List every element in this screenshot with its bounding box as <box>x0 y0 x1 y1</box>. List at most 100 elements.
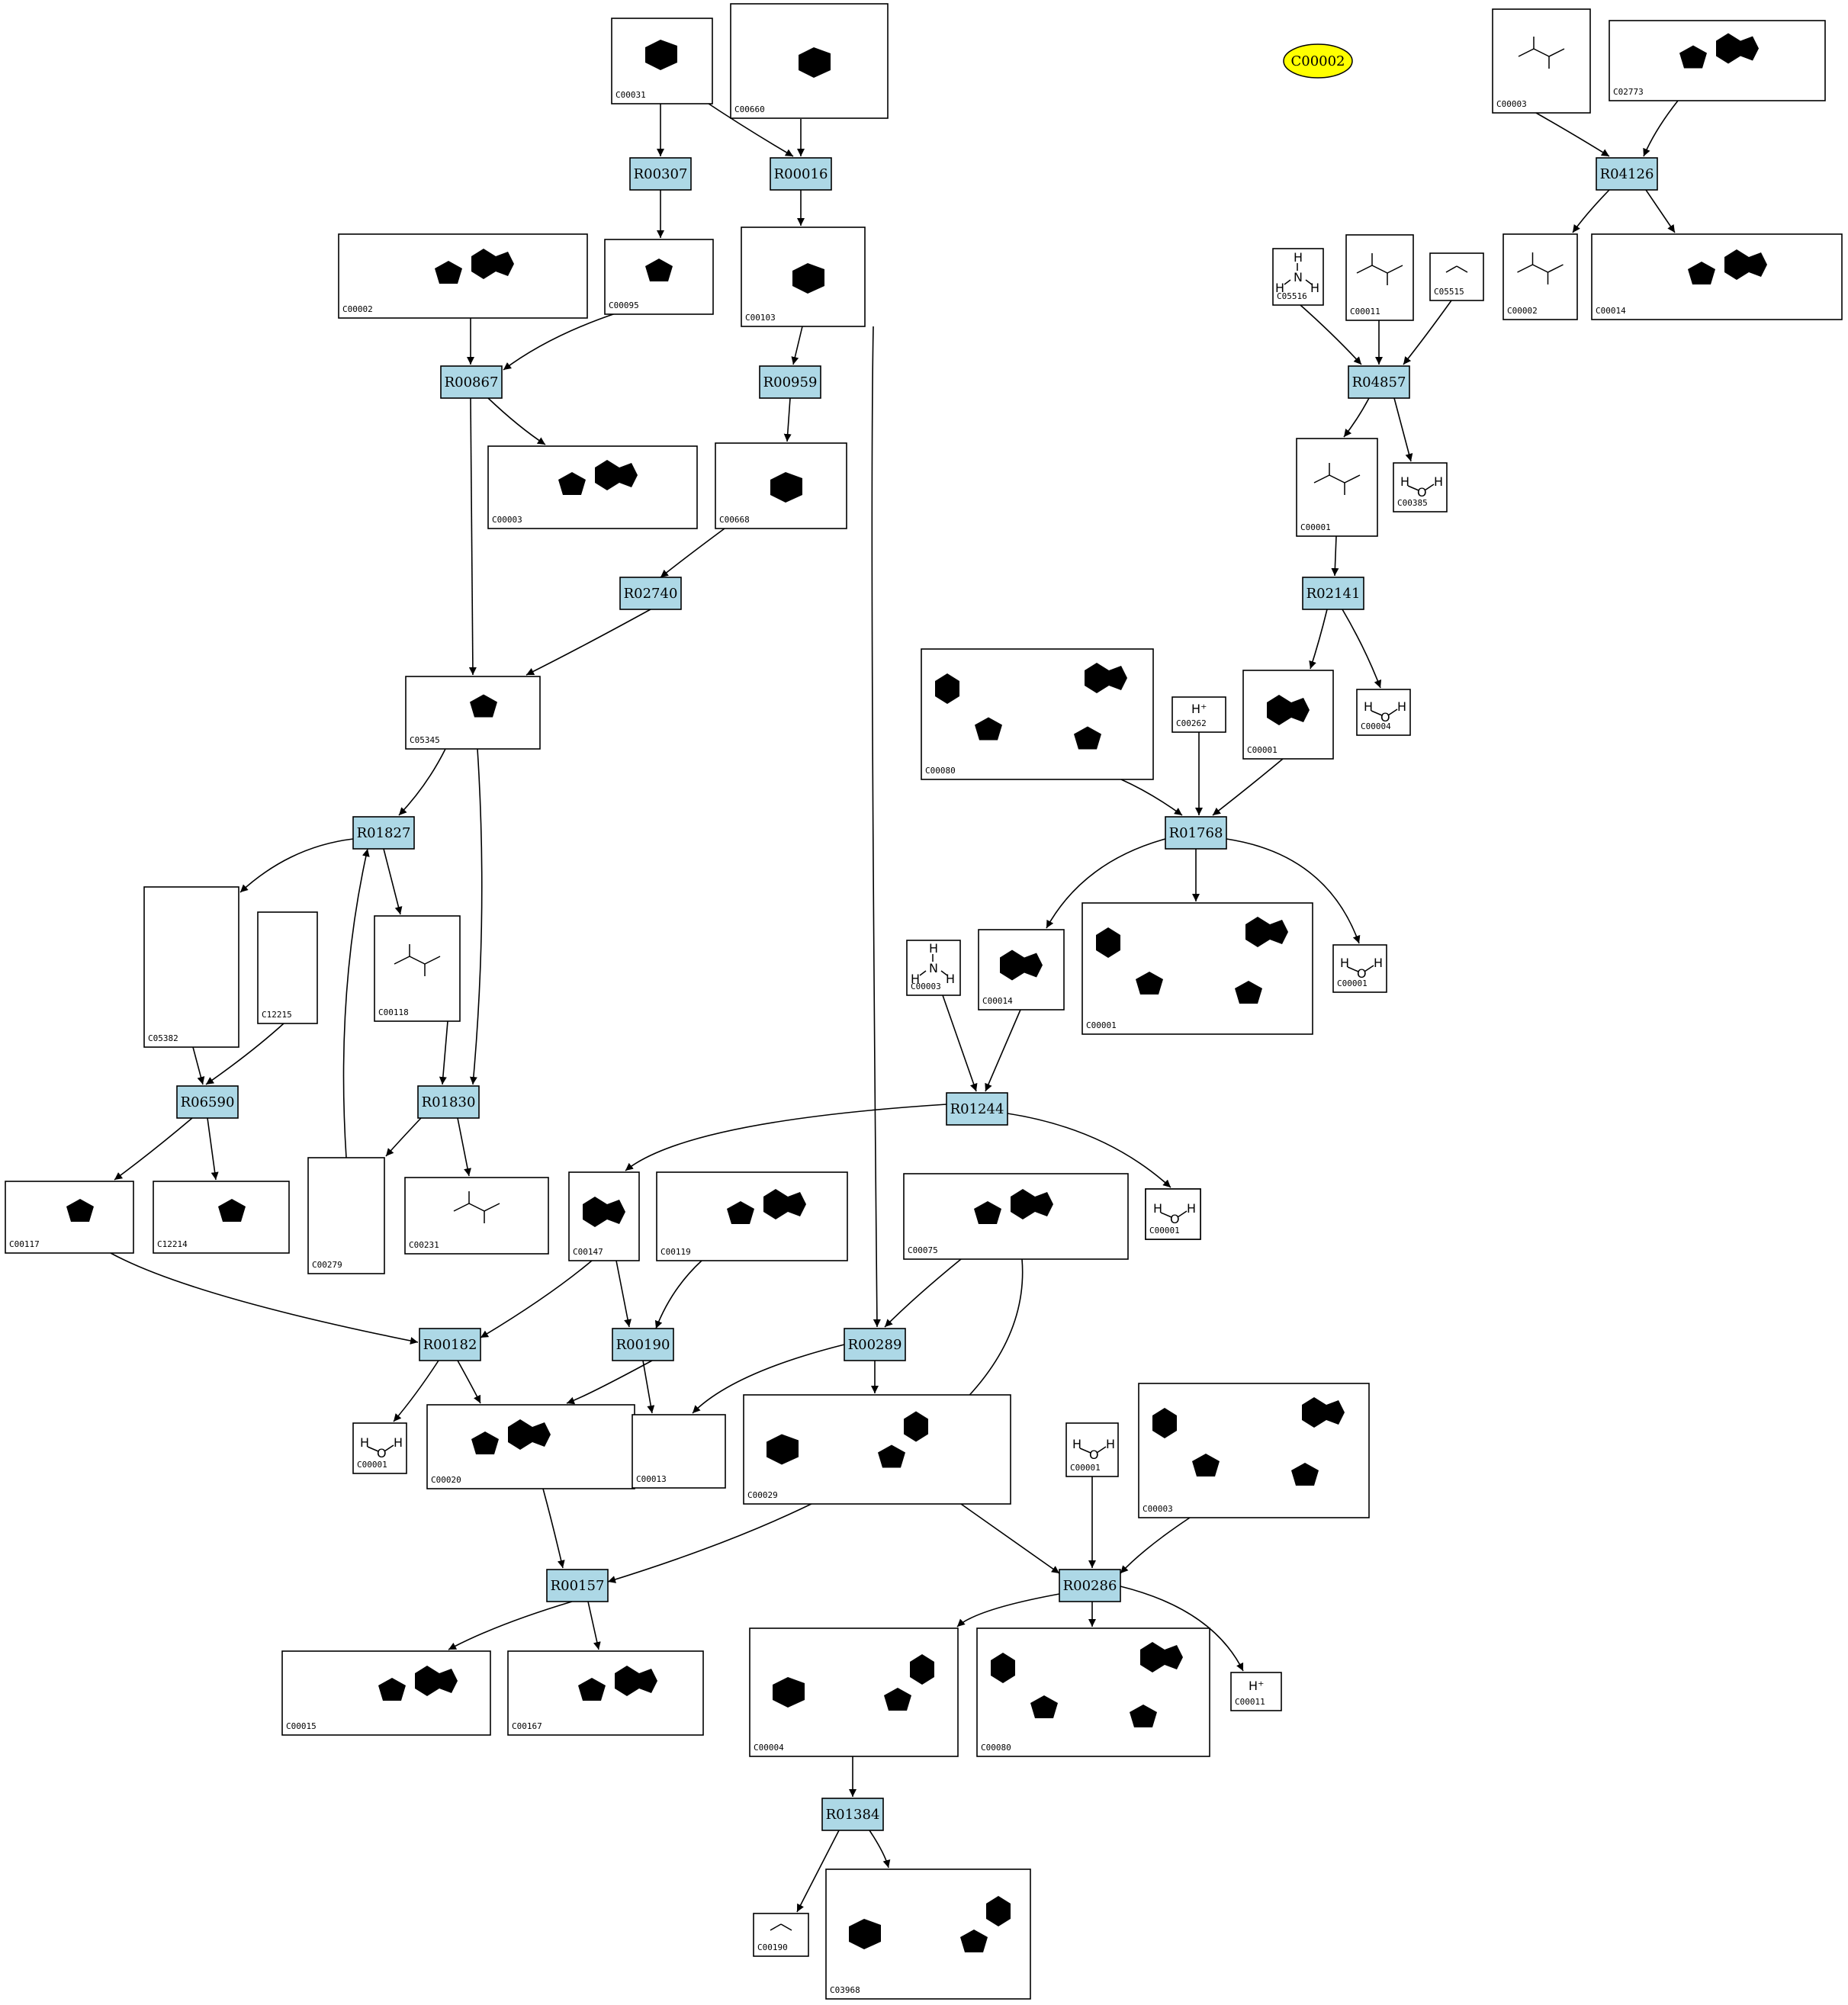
compound-c00117[interactable]: C00117 <box>5 1181 134 1254</box>
reaction-r02141[interactable]: R02141 <box>1302 577 1364 610</box>
compound-c00119[interactable]: C00119 <box>656 1171 848 1261</box>
reaction-r00182[interactable]: R00182 <box>419 1328 481 1361</box>
compound-c00020[interactable]: C00020 <box>426 1404 635 1489</box>
edge-21 <box>457 1117 471 1177</box>
compound-box <box>1272 248 1324 306</box>
compound-c00118[interactable]: C00118 <box>374 915 461 1022</box>
compound-id: C00004 <box>1361 721 1391 731</box>
reaction-r04126[interactable]: R04126 <box>1596 157 1658 191</box>
edge-18 <box>192 1046 205 1085</box>
compound-c00231[interactable]: C00231 <box>404 1177 549 1255</box>
reaction-r00289[interactable]: R00289 <box>844 1328 906 1361</box>
compound-c12215[interactable]: C12215 <box>257 911 318 1024</box>
edge-15 <box>239 838 354 893</box>
compound-c00002[interactable]: C00002 <box>1503 233 1578 320</box>
highlight-node[interactable]: C00002 <box>1283 43 1353 79</box>
compound-c00014[interactable]: C00014 <box>978 929 1065 1011</box>
edge-44 <box>956 1593 1060 1627</box>
edge-59 <box>1331 535 1339 577</box>
svg-text:H: H <box>1374 956 1383 970</box>
compound-c00001[interactable]: C00001 <box>1242 670 1334 760</box>
compound-c05345[interactable]: C05345 <box>405 676 541 750</box>
compound-c00011[interactable]: C00011 <box>1345 234 1414 321</box>
compound-box <box>632 1414 726 1489</box>
reaction-r01827[interactable]: R01827 <box>352 816 415 850</box>
compound-id: C00003 <box>1143 1504 1173 1514</box>
reaction-r00016[interactable]: R00016 <box>770 157 832 191</box>
edge-56 <box>1403 300 1452 365</box>
compound-c00003[interactable]: C00003 <box>1492 8 1591 114</box>
reaction-r01768[interactable]: R01768 <box>1165 816 1227 850</box>
compound-c00147[interactable]: C00147 <box>568 1171 640 1261</box>
compound-c00002[interactable]: C00002 <box>338 233 588 319</box>
compound-c00167[interactable]: C00167 <box>507 1650 704 1736</box>
compound-c00029[interactable]: C00029 <box>743 1394 1011 1505</box>
reaction-id: R04126 <box>1600 166 1654 182</box>
compound-box <box>404 1177 549 1255</box>
compound-c00031[interactable]: C00031 <box>611 18 713 104</box>
reaction-id: R01244 <box>950 1101 1004 1117</box>
compound-c00014[interactable]: C00014 <box>1591 233 1843 320</box>
edge-62 <box>1212 758 1284 816</box>
compound-c00003[interactable]: C00003 <box>1138 1383 1370 1518</box>
reaction-r00307[interactable]: R00307 <box>629 157 692 191</box>
compound-c00668[interactable]: C00668 <box>715 442 847 529</box>
compound-c00001[interactable]: C00001 <box>1296 438 1378 537</box>
highlight-label: C00002 <box>1290 53 1345 69</box>
compound-c00262[interactable]: H⁺C00262 <box>1171 696 1226 733</box>
reaction-r01244[interactable]: R01244 <box>946 1092 1008 1126</box>
compound-c00103[interactable]: C00103 <box>741 227 866 327</box>
reaction-r04857[interactable]: R04857 <box>1348 365 1410 399</box>
edge-7 <box>487 397 546 445</box>
compound-c00013[interactable]: C00013 <box>632 1414 726 1489</box>
edge-70 <box>625 1104 947 1171</box>
reaction-box <box>770 157 832 191</box>
compound-id: C00015 <box>286 1721 317 1731</box>
compound-c05515[interactable]: C05515 <box>1429 252 1484 301</box>
compound-c03968[interactable]: C03968 <box>825 1868 1031 2000</box>
compound-c00660[interactable]: C00660 <box>730 3 889 119</box>
reaction-r00867[interactable]: R00867 <box>440 365 503 399</box>
reaction-r06590[interactable]: R06590 <box>176 1085 239 1119</box>
compound-box <box>1171 696 1226 733</box>
reaction-r01384[interactable]: R01384 <box>821 1798 884 1831</box>
compound-id: C00660 <box>734 104 765 114</box>
compound-c02773[interactable]: C02773 <box>1609 20 1826 101</box>
reaction-r00286[interactable]: R00286 <box>1059 1569 1121 1602</box>
reaction-box <box>946 1092 1008 1126</box>
reaction-r00959[interactable]: R00959 <box>759 365 821 399</box>
reaction-id: R01830 <box>422 1094 476 1110</box>
compound-c00279[interactable]: C00279 <box>307 1157 385 1274</box>
compound-c00001[interactable]: C00001 <box>1081 902 1313 1035</box>
compound-c00011[interactable]: H⁺C00011 <box>1230 1672 1282 1711</box>
compound-c00003[interactable]: C00003 <box>487 445 698 529</box>
edge-1 <box>701 98 794 157</box>
reaction-r01830[interactable]: R01830 <box>417 1085 480 1119</box>
compound-c05382[interactable]: C05382 <box>143 886 239 1048</box>
compound-id: C00003 <box>492 515 522 525</box>
compound-c00095[interactable]: C00095 <box>604 239 714 315</box>
svg-text:H: H <box>1434 474 1443 489</box>
reaction-r00190[interactable]: R00190 <box>612 1328 674 1361</box>
reaction-id: R01827 <box>357 825 411 841</box>
compound-c00080[interactable]: C00080 <box>921 648 1154 780</box>
compound-c00190[interactable]: C00190 <box>753 1913 809 1957</box>
compound-c00004[interactable]: C00004 <box>749 1627 959 1757</box>
compound-c00075[interactable]: C00075 <box>903 1173 1129 1260</box>
compound-c12214[interactable]: C12214 <box>153 1181 290 1254</box>
compound-id: C12215 <box>262 1010 292 1020</box>
reaction-r00157[interactable]: R00157 <box>546 1569 609 1602</box>
reaction-r02740[interactable]: R02740 <box>619 577 682 610</box>
compound-id: C00011 <box>1350 307 1380 316</box>
compound-c00080[interactable]: C00080 <box>976 1627 1210 1757</box>
compound-c00015[interactable]: C00015 <box>281 1650 491 1736</box>
svg-text:H: H <box>1364 699 1373 714</box>
